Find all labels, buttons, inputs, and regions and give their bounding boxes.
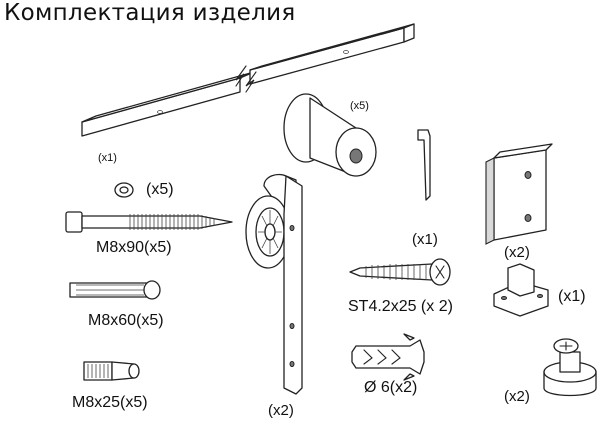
anchor-25-label: M8x25(x5) [72, 394, 148, 411]
door-stop-qty: (x2) [504, 388, 530, 405]
bracket-icon [485, 143, 553, 245]
door-stop-icon [543, 338, 597, 397]
screw-label: ST4.2x25 (x 2) [348, 298, 453, 315]
page-title: Комплектация изделия [4, 0, 296, 26]
bolt-long-label: M8x90(x5) [96, 239, 172, 256]
roller-hanger-icon [245, 173, 303, 395]
dowel-label: Ø 6(x2) [364, 379, 418, 396]
lag-bolt-icon [65, 211, 233, 233]
hanger-qty: (x2) [268, 402, 294, 419]
stopper-qty: (x5) [350, 100, 369, 112]
floor-guide-qty: (x1) [558, 288, 586, 305]
wall-plug-icon [351, 333, 425, 381]
anchor-icon [83, 361, 140, 381]
rail-qty: (x1) [98, 152, 117, 164]
screw-icon [349, 258, 451, 286]
washer-icon [114, 182, 134, 198]
bracket-qty: (x2) [504, 244, 530, 261]
wall-spacer-icon [283, 93, 377, 177]
anchor-60-label: M8x60(x5) [88, 312, 164, 329]
hex-key-qty: (x1) [412, 231, 438, 248]
washer-qty: (x5) [146, 181, 174, 198]
anchor-icon [69, 280, 161, 300]
floor-guide-icon [493, 263, 549, 317]
hex-key-icon [417, 129, 431, 201]
rail-icon [81, 23, 415, 137]
